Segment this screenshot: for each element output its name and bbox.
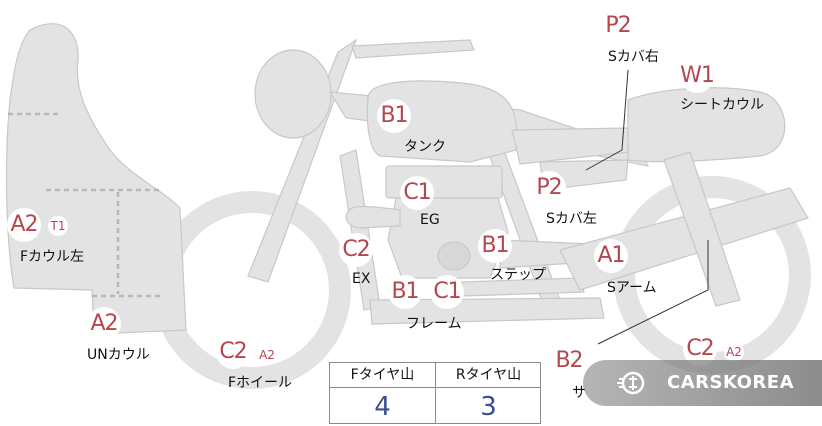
label-engine: EG: [420, 212, 440, 228]
label-f-wheel: Fホイール: [228, 375, 293, 391]
grade-badge-f-cowl-left-2: T1: [48, 216, 68, 236]
grade-badge-step: B1: [478, 229, 512, 263]
grade-badge-under-cowl: A2: [87, 307, 121, 341]
grade-badge-f-wheel-1: C2: [216, 335, 250, 369]
grade-badge-engine: C1: [400, 176, 434, 210]
grade-badge-swing-arm: A1: [594, 239, 628, 273]
rear-tire-column: Rタイヤ山 3: [436, 363, 541, 423]
front-tire-column: Fタイヤ山 4: [330, 363, 436, 423]
label-seat-cowl: シートカウル: [680, 97, 764, 113]
label-tank: タンク: [404, 139, 446, 155]
headlight-shape: [254, 49, 332, 139]
grade-badge-frame-1: B1: [388, 275, 422, 309]
grade-badge-s-cover-left: P2: [532, 171, 566, 205]
label-frame: フレーム: [406, 316, 462, 332]
front-cowl-shape: [5, 23, 187, 335]
grade-badge-f-wheel-2: A2: [257, 345, 277, 365]
front-tire-value: 4: [374, 392, 391, 422]
label-exhaust: EX: [352, 271, 371, 287]
label-swing-arm: Sアーム: [607, 280, 657, 296]
tank-shape: [366, 80, 518, 163]
label-under-cowl: UNカウル: [87, 347, 150, 363]
rear-tire-header: Rタイヤ山: [436, 363, 541, 388]
label-s-cover-right: Sカバ右: [608, 49, 659, 65]
grade-badge-tank: B1: [377, 99, 411, 133]
grade-badge-lower-right-1: B2: [552, 344, 586, 378]
carskorea-watermark: CARSKOREA: [583, 360, 822, 406]
tire-tread-table: Fタイヤ山 4 Rタイヤ山 3: [329, 362, 541, 424]
label-lower-right-1: サ: [572, 385, 586, 401]
grade-badge-f-cowl-left-1: A2: [7, 208, 41, 242]
label-f-cowl-left: Fカウル左: [20, 249, 85, 265]
front-tire-header: Fタイヤ山: [330, 363, 435, 388]
label-s-cover-left: Sカバ左: [546, 211, 597, 227]
grade-badge-lower-right-2b: A2: [724, 342, 744, 362]
exhaust-shape: [345, 205, 401, 229]
watermark-text: CARSKOREA: [667, 372, 794, 393]
front-wheel-shape: [153, 191, 351, 389]
label-step: ステップ: [490, 267, 546, 283]
rear-tire-value: 3: [480, 392, 497, 422]
grade-badge-frame-2: C1: [430, 275, 464, 309]
carskorea-logo-icon: [617, 371, 645, 395]
grade-badge-seat-cowl: W1: [680, 59, 715, 93]
grade-badge-exhaust: C2: [339, 233, 373, 267]
grade-badge-s-cover-right: P2: [601, 9, 635, 43]
